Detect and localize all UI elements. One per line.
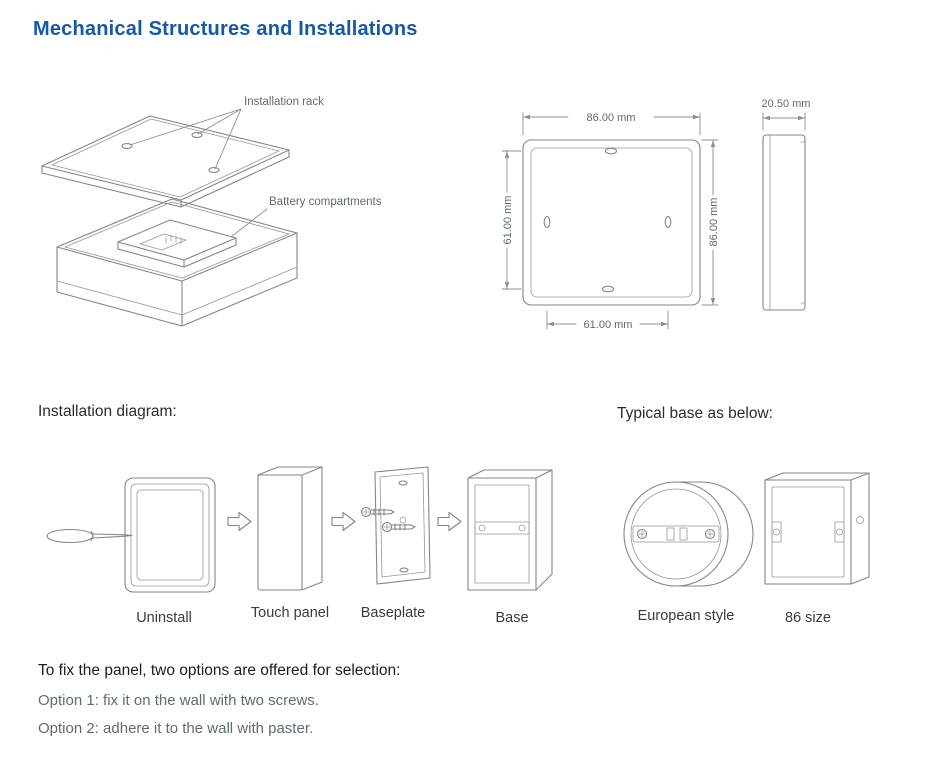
baseplate-drawing <box>360 466 431 585</box>
page-title: Mechanical Structures and Installations <box>33 18 418 40</box>
caption-touch-panel: Touch panel <box>250 605 330 621</box>
caption-base: Base <box>495 610 529 626</box>
top-plate <box>41 115 290 208</box>
fixing-option-1: Option 1: fix it on the wall with two sc… <box>38 692 319 709</box>
dimension-right-height: 86.00 mm <box>701 139 720 306</box>
dim-left-spacing: 61.00 mm <box>502 196 514 245</box>
battery-compartments-label: Battery compartments <box>269 196 382 208</box>
typical-base-heading: Typical base as below: <box>617 405 773 422</box>
uninstall-drawing <box>46 477 216 593</box>
base-drawing <box>467 469 553 591</box>
dimension-left-spacing: 61.00 mm <box>501 150 522 290</box>
mounting-plate-outline <box>522 139 701 306</box>
screw-icon <box>704 528 716 540</box>
caption-european-style: European style <box>637 608 735 624</box>
screw-icon <box>381 521 416 533</box>
installation-diagram-heading: Installation diagram: <box>38 403 177 420</box>
size-86-drawing <box>764 472 870 585</box>
side-profile <box>762 134 806 311</box>
screw-icon <box>636 528 648 540</box>
dimension-depth: 20.50 mm <box>762 98 811 131</box>
installation-rack-callout: Installation rack <box>129 96 324 170</box>
european-style-drawing <box>623 481 754 587</box>
dimension-top-width: 86.00 mm <box>522 112 701 136</box>
flow-arrow-icon <box>437 511 462 532</box>
dim-top-width: 86.00 mm <box>587 112 636 124</box>
caption-uninstall: Uninstall <box>136 610 192 626</box>
touch-panel-drawing <box>257 466 323 591</box>
dim-bottom-spacing: 61.00 mm <box>584 319 633 331</box>
side-view-drawing: 20.50 mm <box>762 98 811 311</box>
fixing-option-2: Option 2: adhere it to the wall with pas… <box>38 720 314 737</box>
panel-body <box>56 198 298 327</box>
flow-arrow-icon <box>227 511 252 532</box>
screwdriver-icon <box>46 528 133 544</box>
installation-steps-drawing <box>46 466 870 593</box>
battery-compartment <box>117 219 237 268</box>
installation-rack-label: Installation rack <box>244 96 324 108</box>
dim-depth: 20.50 mm <box>762 98 811 110</box>
screw-icon <box>360 506 395 518</box>
caption-baseplate: Baseplate <box>360 605 426 621</box>
dimension-bottom-spacing: 61.00 mm <box>546 310 669 331</box>
front-view-drawing: 86.00 mm 61.00 mm 86.00 mm 61.00 mm <box>501 112 720 331</box>
flow-arrow-icon <box>331 511 356 532</box>
dim-right-height: 86.00 mm <box>708 198 720 247</box>
fixing-options-intro: To fix the panel, two options are offere… <box>38 662 401 679</box>
battery-compartments-callout: Battery compartments <box>230 196 382 238</box>
caption-86-size: 86 size <box>785 610 831 626</box>
exploded-view-drawing: Installation rack Battery compartments <box>41 96 382 327</box>
